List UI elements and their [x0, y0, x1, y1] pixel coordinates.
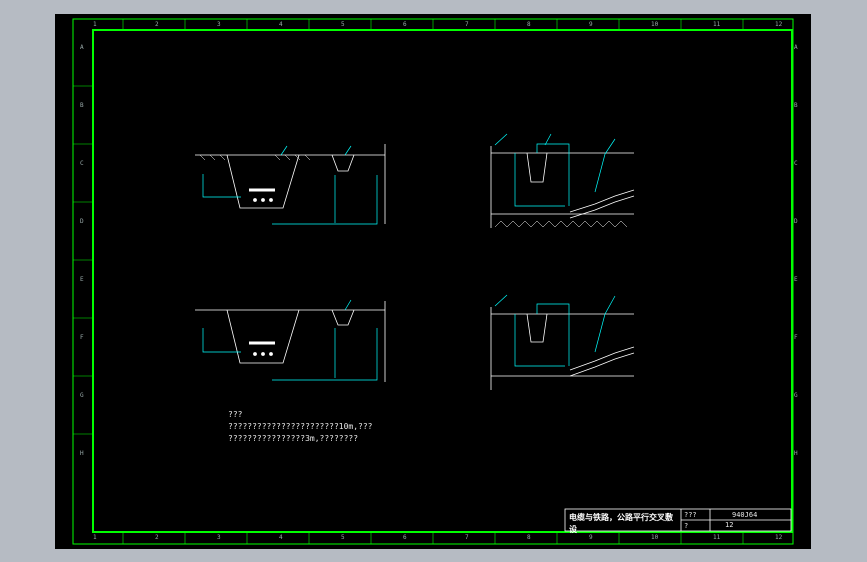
ruler-row-G-right: G: [794, 392, 798, 399]
ruler-col-8-top: 8: [527, 21, 531, 28]
ruler-col-6-top: 6: [403, 21, 407, 28]
ruler-col-10-top: 10: [651, 21, 659, 28]
ruler-ticks: [73, 19, 793, 544]
ruler-col-7-bottom: 7: [465, 534, 469, 541]
ruler-col-5-top: 5: [341, 21, 345, 28]
ruler-col-6-bottom: 6: [403, 534, 407, 541]
ruler-row-H-left: H: [80, 450, 84, 457]
ruler-col-4-top: 4: [279, 21, 283, 28]
inner-frame: [92, 29, 793, 533]
ruler-row-D-left: D: [80, 218, 84, 225]
ruler-row-B-right: B: [794, 102, 798, 109]
detail-rail-top-right: [490, 146, 635, 228]
drawing-viewport[interactable]: ??? ???????????????????????10m,??? ?????…: [55, 14, 811, 549]
ruler-row-E-right: E: [794, 276, 798, 283]
ruler-row-B-left: B: [80, 102, 84, 109]
ruler-col-5-bottom: 5: [341, 534, 345, 541]
leaders-top-right: [494, 133, 616, 207]
ruler-col-11-top: 11: [713, 21, 721, 28]
title-block-sheet: 12: [725, 521, 734, 529]
title-block-label-1: ???: [684, 511, 697, 519]
ruler-row-A-left: A: [80, 44, 84, 51]
title-block-drawing-no: 940J64: [732, 511, 758, 519]
ruler-col-4-bottom: 4: [279, 534, 283, 541]
ruler-col-9-top: 9: [589, 21, 593, 28]
ruler-col-1-bottom: 1: [93, 534, 97, 541]
cad-drawing: [72, 18, 794, 545]
ruler-col-12-bottom: 12: [775, 534, 783, 541]
ruler-row-F-left: F: [80, 334, 84, 341]
ruler-col-2-bottom: 2: [155, 534, 159, 541]
ruler-row-H-right: H: [794, 450, 798, 457]
ruler-row-D-right: D: [794, 218, 798, 225]
ruler-col-9-bottom: 9: [589, 534, 593, 541]
ruler-row-A-right: A: [794, 44, 798, 51]
ruler-col-12-top: 12: [775, 21, 783, 28]
leaders-top-left: [202, 145, 378, 225]
ruler-col-8-bottom: 8: [527, 534, 531, 541]
ruler-row-G-left: G: [80, 392, 84, 399]
ruler-col-2-top: 2: [155, 21, 159, 28]
note-line-3: ????????????????3m,????????: [228, 434, 359, 443]
ruler-row-C-right: C: [794, 160, 798, 167]
note-line-2: ???????????????????????10m,???: [228, 422, 373, 431]
ruler-col-3-bottom: 3: [217, 534, 221, 541]
ruler-col-10-bottom: 10: [651, 534, 659, 541]
ruler-col-3-top: 3: [217, 21, 221, 28]
detail-rail-bottom-right: [490, 307, 635, 390]
detail-trench-top-left: [195, 144, 386, 224]
outer-frame: [72, 18, 794, 545]
leaders-bottom-left: [202, 299, 378, 381]
title-block-frame: [564, 508, 792, 532]
leaders-bottom-right: [494, 294, 616, 367]
ruler-row-F-right: F: [794, 334, 798, 341]
detail-trench-bottom-left: [195, 301, 386, 382]
ruler-col-7-top: 7: [465, 21, 469, 28]
title-block-label-2: ?: [684, 522, 689, 530]
ruler-row-E-left: E: [80, 276, 84, 283]
note-line-1: ???: [228, 410, 243, 419]
ruler-col-1-top: 1: [93, 21, 97, 28]
ruler-col-11-bottom: 11: [713, 534, 721, 541]
title-block-title: 电缆与铁路，公路平行交叉敷设: [569, 513, 673, 534]
ruler-row-C-left: C: [80, 160, 84, 167]
